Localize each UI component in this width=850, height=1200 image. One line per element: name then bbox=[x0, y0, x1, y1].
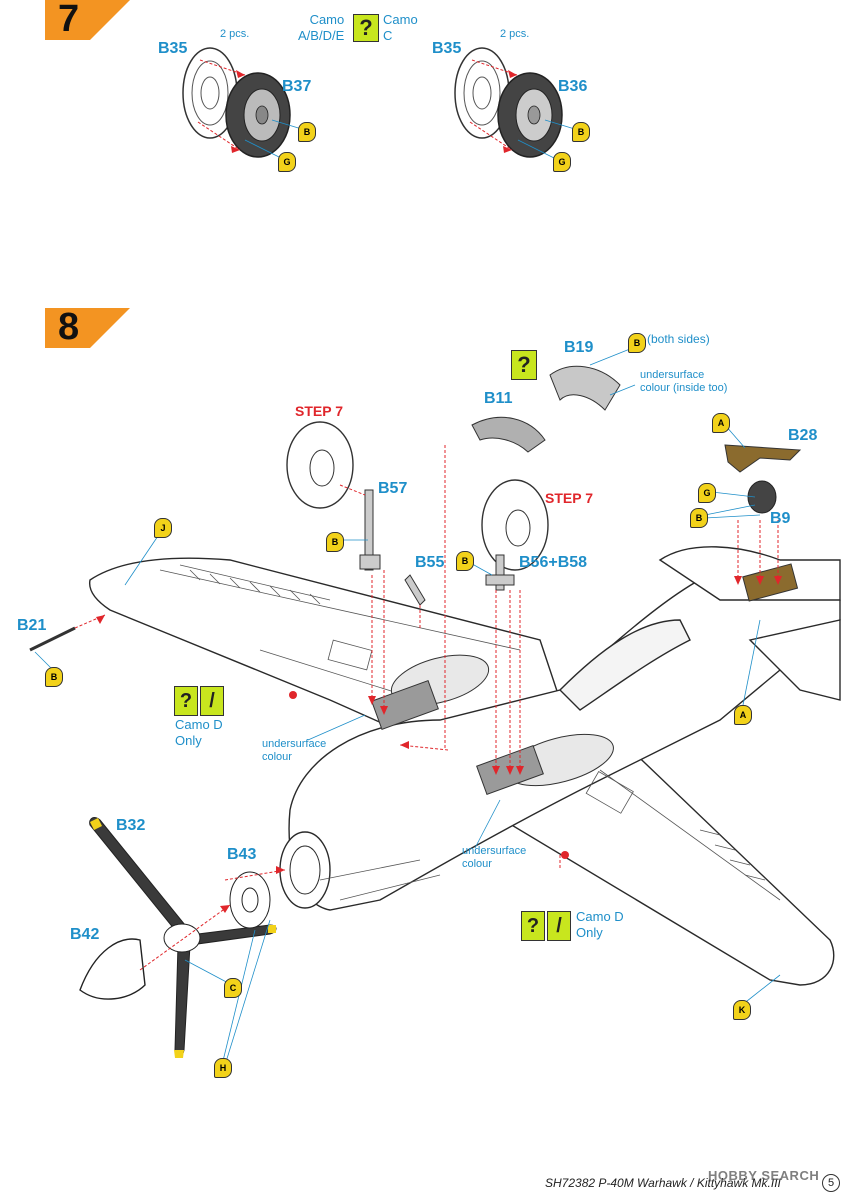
step8-number: 8 bbox=[58, 306, 80, 348]
part-b37: B37 bbox=[282, 78, 312, 95]
step7-flag bbox=[45, 0, 130, 40]
spinner-cone bbox=[79, 938, 146, 1000]
part-b19: B19 bbox=[564, 339, 594, 356]
main-wheel-left bbox=[286, 421, 354, 509]
part-b55-shape bbox=[404, 574, 426, 606]
paint-b-icon: B bbox=[456, 551, 474, 571]
page-number: 5 bbox=[822, 1174, 840, 1192]
part-b9: B9 bbox=[770, 510, 791, 527]
step8-flag bbox=[45, 308, 130, 348]
part-b56-b58: B56+B58 bbox=[519, 554, 588, 571]
camo-d-only-1: Camo D Only bbox=[175, 717, 223, 748]
right-qty: 2 pcs. bbox=[500, 28, 530, 40]
right-wheel-assembly bbox=[454, 47, 563, 158]
undersurface-note-2: undersurface colour bbox=[462, 845, 527, 870]
camo-d-only-2: Camo D Only bbox=[576, 909, 624, 940]
step-ref-left: STEP 7 bbox=[295, 403, 343, 419]
leg-b56 bbox=[485, 554, 515, 591]
paint-c-icon: C bbox=[224, 978, 242, 998]
left-wheel-assembly bbox=[182, 47, 291, 158]
airframe bbox=[88, 546, 841, 986]
watermark: HOBBY SEARCH bbox=[708, 1168, 820, 1183]
part-b11: B11 bbox=[484, 390, 513, 407]
paint-b-icon: B bbox=[628, 333, 646, 353]
part-b19-shape bbox=[549, 365, 621, 411]
main-wheel-right bbox=[481, 479, 549, 571]
part-b36: B36 bbox=[558, 78, 588, 95]
slash-icon: / bbox=[200, 686, 224, 716]
paint-g-icon: G bbox=[698, 483, 716, 503]
part-b28: B28 bbox=[788, 427, 818, 444]
question-icon: ? bbox=[174, 686, 198, 716]
part-b21-shape bbox=[29, 626, 76, 652]
part-b21: B21 bbox=[17, 617, 47, 634]
paint-b-icon: B bbox=[690, 508, 708, 528]
left-qty: 2 pcs. bbox=[220, 28, 250, 40]
camo-c-label: Camo C bbox=[383, 12, 418, 43]
undersurface-note-1: undersurface colour bbox=[262, 738, 327, 763]
paint-h-icon: H bbox=[214, 1058, 232, 1078]
both-sides-note: (both sides) bbox=[647, 332, 710, 346]
paint-b-icon: B bbox=[298, 122, 316, 142]
step7-number: 7 bbox=[58, 0, 80, 40]
part-b43: B43 bbox=[227, 846, 257, 863]
undersurface-inside-note: undersurface colour (inside too) bbox=[640, 369, 728, 394]
paint-g-icon: G bbox=[278, 152, 296, 172]
paint-a-icon: A bbox=[734, 705, 752, 725]
propeller bbox=[89, 817, 277, 1058]
paint-a-icon: A bbox=[712, 413, 730, 433]
part-b42: B42 bbox=[70, 926, 100, 943]
product-footer: SH72382 P-40M Warhawk / Kittyhawk Mk.III bbox=[545, 1176, 781, 1190]
paint-b-icon: B bbox=[45, 667, 63, 687]
step-ref-right: STEP 7 bbox=[545, 490, 593, 506]
paint-b-icon: B bbox=[326, 532, 344, 552]
part-b55: B55 bbox=[415, 554, 445, 571]
leg-b57 bbox=[359, 489, 381, 571]
question-icon: ? bbox=[521, 911, 545, 941]
paint-j-icon: J bbox=[154, 518, 172, 538]
camo-abde-label: Camo A/B/D/E bbox=[298, 12, 345, 43]
slash-icon: / bbox=[547, 911, 571, 941]
question-icon: ? bbox=[353, 14, 379, 42]
paint-g-icon: G bbox=[553, 152, 571, 172]
part-b57: B57 bbox=[378, 480, 408, 497]
spinner-backplate bbox=[229, 871, 271, 929]
part-b28-shape bbox=[724, 444, 802, 473]
question-icon: ? bbox=[511, 350, 537, 380]
paint-b-icon: B bbox=[572, 122, 590, 142]
part-b32: B32 bbox=[116, 817, 146, 834]
part-b35-left: B35 bbox=[158, 40, 188, 57]
part-b11-shape bbox=[471, 416, 546, 453]
part-b35-right: B35 bbox=[432, 40, 462, 57]
paint-k-icon: K bbox=[733, 1000, 751, 1020]
